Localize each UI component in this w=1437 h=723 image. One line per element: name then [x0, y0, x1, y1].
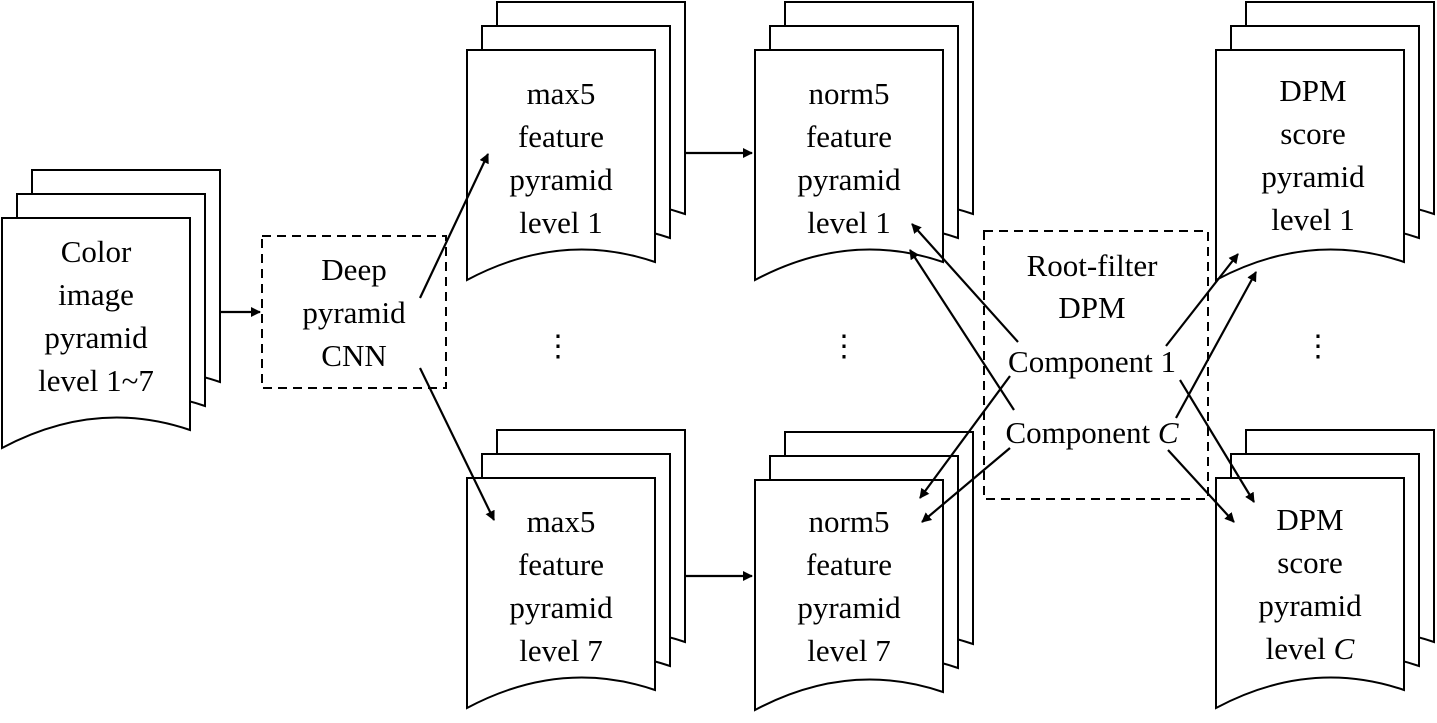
root-filter-dpm-box: Root-filter DPM Component 1 Component C	[983, 230, 1209, 500]
arrow-compC-to-norm5-bottom	[921, 447, 1011, 523]
norm5-top-line-4: level 1	[807, 205, 891, 240]
max5-bottom-line-1: max5	[527, 504, 596, 539]
ellipsis-dpm: ⋮	[1303, 330, 1333, 363]
dpm-top-line-4: level 1	[1271, 202, 1355, 237]
norm5-bottom-line-2: feature	[806, 547, 892, 582]
color-pyramid-line-3: pyramid	[44, 320, 148, 355]
dpm-top-line-1: DPM	[1279, 73, 1346, 108]
color-pyramid-line-2: image	[58, 277, 134, 312]
dpm-bottom-line-1: DPM	[1276, 502, 1343, 537]
deep-cnn-line-3: CNN	[321, 338, 386, 373]
max5-level1-stack: max5 feature pyramid level 1	[466, 1, 686, 282]
norm5-top-line-1: norm5	[809, 76, 890, 111]
norm5-top-line-2: feature	[806, 119, 892, 154]
dpm-score-level1-stack: DPM score pyramid level 1	[1215, 1, 1435, 282]
dpm-top-line-3: pyramid	[1261, 159, 1365, 194]
max5-level7-stack: max5 feature pyramid level 7	[466, 429, 686, 710]
arrow-comp1-to-dpm-bottom	[1179, 379, 1255, 503]
component-c-label: Component C	[1005, 415, 1178, 450]
norm5-bottom-line-3: pyramid	[797, 590, 901, 625]
deep-cnn-line-2: pyramid	[302, 295, 406, 330]
component-1-label: Component 1	[1008, 344, 1176, 379]
root-filter-title-line-1: Root-filter	[1027, 248, 1159, 283]
root-filter-title-line-2: DPM	[1058, 290, 1125, 325]
deep-pyramid-cnn-box: Deep pyramid CNN	[261, 235, 447, 389]
color-pyramid-line-1: Color	[61, 234, 132, 269]
dpm-bottom-line-4: level C	[1266, 631, 1355, 666]
dpm-score-levelC-stack: DPM score pyramid level C	[1215, 429, 1435, 710]
max5-bottom-line-4: level 7	[519, 633, 603, 668]
arrow-comp1-to-dpm-top	[1165, 253, 1239, 347]
norm5-bottom-line-1: norm5	[809, 504, 890, 539]
arrows	[221, 148, 1257, 581]
norm5-bottom-line-4: level 7	[807, 633, 891, 668]
color-pyramid-line-4: level 1~7	[38, 363, 154, 398]
dpm-bottom-line-3: pyramid	[1258, 588, 1362, 623]
max5-top-line-1: max5	[527, 76, 596, 111]
norm5-top-line-3: pyramid	[797, 162, 901, 197]
norm5-level1-stack: norm5 feature pyramid level 1	[754, 1, 974, 282]
arrow-cnn-to-max5-top	[419, 153, 489, 299]
color-image-pyramid-stack: Color image pyramid level 1~7	[1, 169, 221, 450]
arrow-comp1-to-norm5-bottom	[919, 375, 1011, 499]
max5-bottom-line-2: feature	[518, 547, 604, 582]
norm5-level7-stack: norm5 feature pyramid level 7	[754, 431, 974, 712]
max5-top-line-3: pyramid	[509, 162, 613, 197]
max5-bottom-line-3: pyramid	[509, 590, 613, 625]
arrow-comp1-to-norm5-top	[911, 223, 1019, 343]
deep-cnn-line-1: Deep	[321, 252, 386, 287]
dpm-bottom-line-2: score	[1277, 545, 1342, 580]
ellipsis-max5: ⋮	[543, 330, 573, 363]
ellipsis-norm5: ⋮	[829, 330, 859, 363]
arrow-compC-to-dpm-bottom	[1167, 449, 1235, 523]
max5-top-line-2: feature	[518, 119, 604, 154]
max5-top-line-4: level 1	[519, 205, 603, 240]
arrow-compC-to-norm5-top	[909, 249, 1015, 411]
arrow-cnn-to-max5-bottom	[419, 367, 495, 521]
dpm-top-line-2: score	[1280, 116, 1345, 151]
